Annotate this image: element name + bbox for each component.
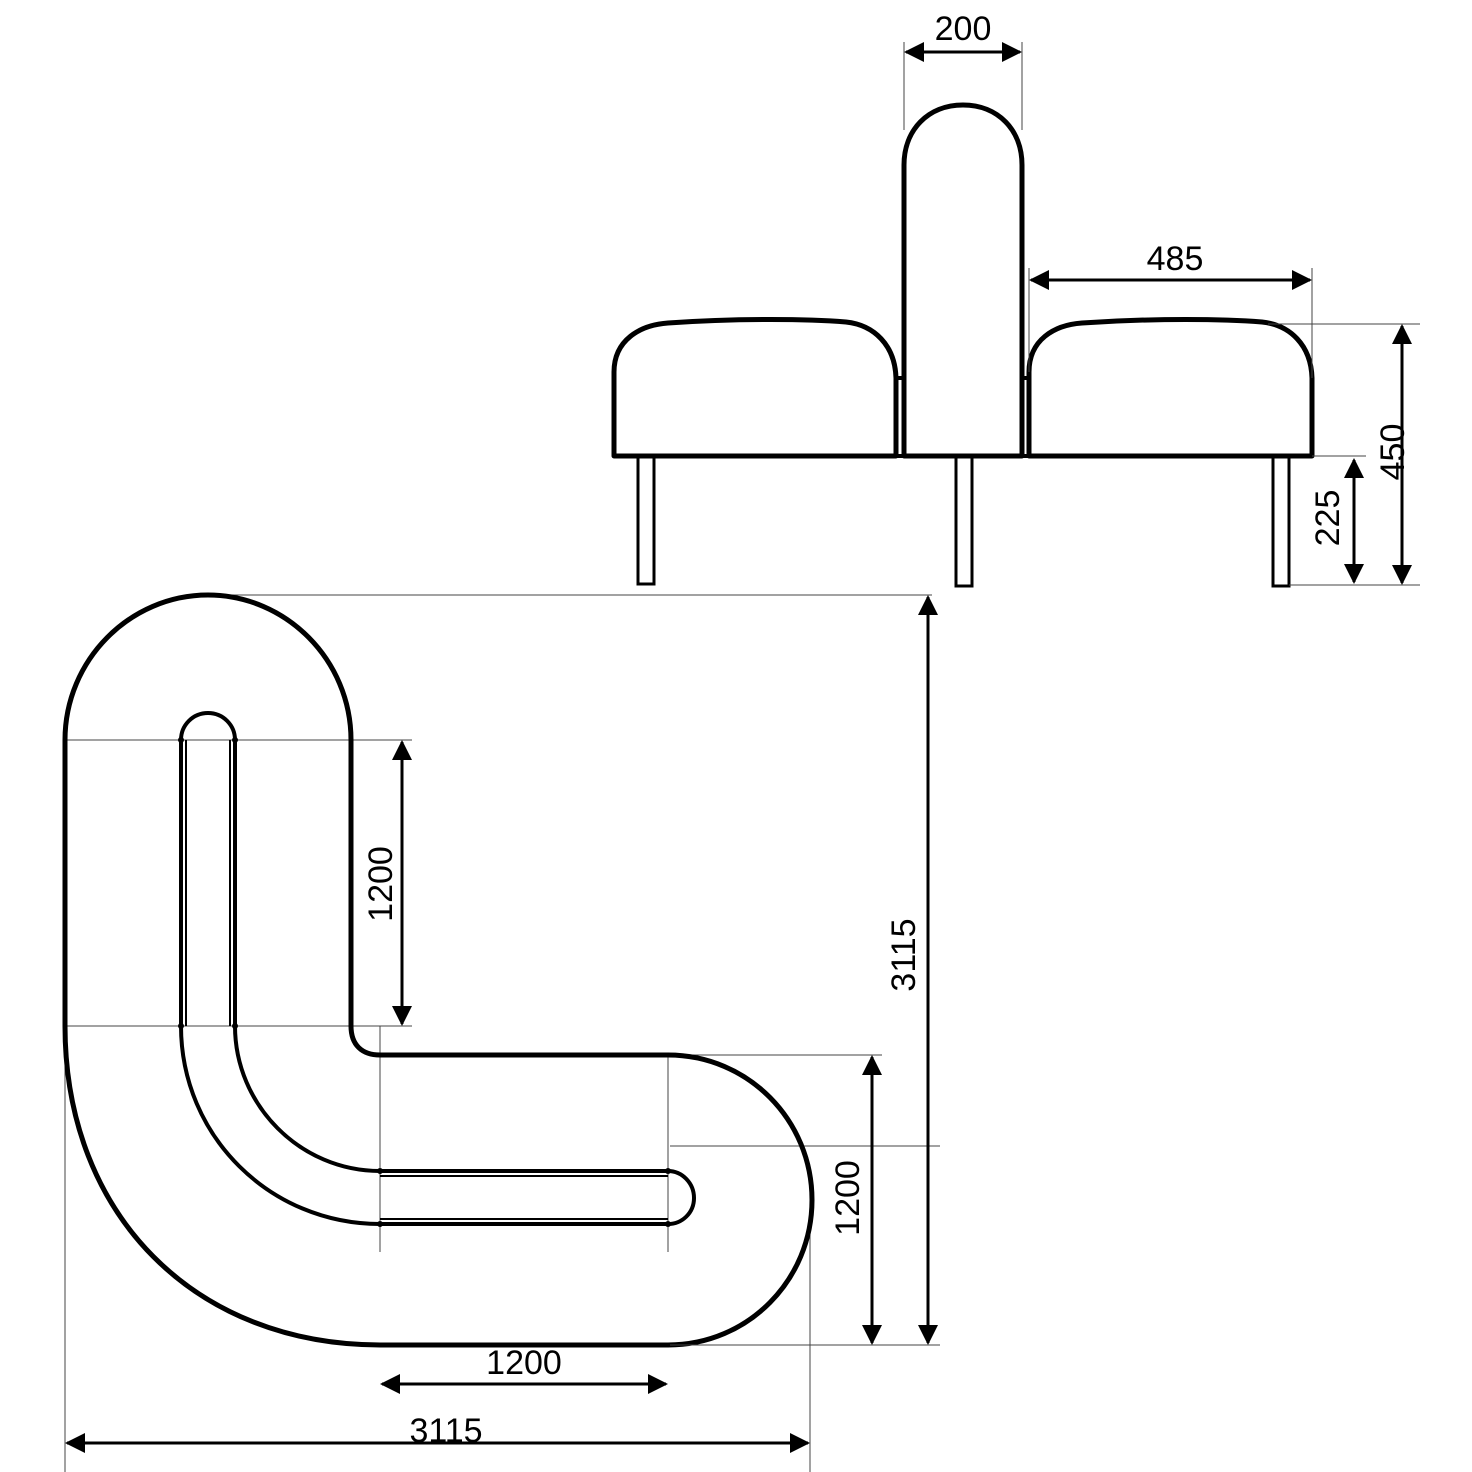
dim-label-total-height: 450 bbox=[1374, 424, 1412, 481]
dim-label-back-width: 200 bbox=[935, 10, 992, 48]
dim-label-seat-depth: 485 bbox=[1147, 240, 1204, 278]
dim-label-total-width-plan: 3115 bbox=[409, 1412, 482, 1450]
joint-markers bbox=[178, 737, 671, 1227]
leg-middle bbox=[954, 455, 974, 588]
dim-label-bottom-straight: 1200 bbox=[486, 1344, 562, 1382]
plan-view: 1200 3115 1200 1200 3115 bbox=[62, 592, 940, 1472]
dim-label-leg-height: 225 bbox=[1309, 490, 1347, 547]
connector-left bbox=[894, 376, 906, 458]
dim-label-vertical-straight: 1200 bbox=[362, 846, 400, 922]
seat-cushion-left bbox=[611, 317, 899, 459]
dim-label-right-straight: 1200 bbox=[829, 1160, 867, 1236]
connector-right bbox=[1020, 376, 1031, 458]
dim-label-total-height-plan: 3115 bbox=[885, 918, 923, 991]
seat-cushion-right bbox=[1026, 317, 1315, 459]
leg-left bbox=[636, 455, 656, 586]
backrest bbox=[901, 102, 1025, 459]
leg-right bbox=[1271, 455, 1291, 588]
side-elevation: 200 485 450 225 bbox=[611, 10, 1420, 588]
plan-inner-channel bbox=[179, 711, 696, 1226]
